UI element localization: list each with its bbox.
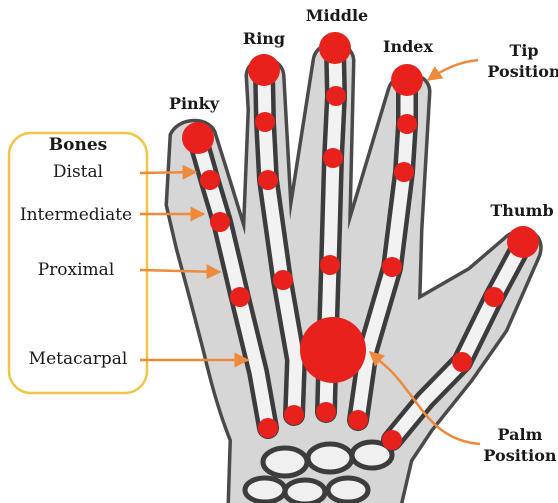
wrist-joint [316,402,336,422]
thumb-joint [382,430,402,450]
pinky-tip-marker [182,122,214,154]
bones-item-intermediate: Intermediate [20,205,132,225]
tip-position-arrow [428,60,478,80]
finger-label-thumb: Thumb [490,201,553,220]
tip-position-label-line2: Position [487,62,558,81]
ring-tip-marker [248,54,280,86]
index-tip-marker [391,64,423,96]
wrist-joint [348,410,368,430]
bones-item-metacarpal: Metacarpal [29,349,128,369]
thumb-tip-marker [507,226,539,258]
pinky-joint [230,287,250,307]
finger-label-index: Index [383,37,433,56]
middle-joint [323,148,343,168]
bones-box-title: Bones [49,135,107,155]
ring-joint [258,170,278,190]
distal-arrow [140,172,196,173]
middle-tip-marker [319,32,351,64]
wrist-joint [284,405,304,425]
finger-label-pinky: Pinky [169,94,220,113]
finger-label-middle: Middle [306,6,368,25]
index-joint [397,114,417,134]
ring-joint [273,270,293,290]
bones-item-distal: Distal [53,162,103,182]
index-joint [382,257,402,277]
palm-position-marker [300,317,366,383]
tip-position-label-line1: Tip [509,41,538,60]
ring-joint [255,112,275,132]
thumb-joint [484,287,504,307]
pinky-joint [200,170,220,190]
middle-joint [326,86,346,106]
finger-label-ring: Ring [243,29,285,48]
index-joint [394,162,414,182]
palm-position-label-line1: Palm [498,425,543,444]
pinky-joint [210,212,230,232]
wrist-joint [258,418,278,438]
middle-joint [320,255,340,275]
thumb-joint [452,352,472,372]
palm-position-label-line2: Position [483,446,557,465]
bones-item-proximal: Proximal [38,260,115,280]
